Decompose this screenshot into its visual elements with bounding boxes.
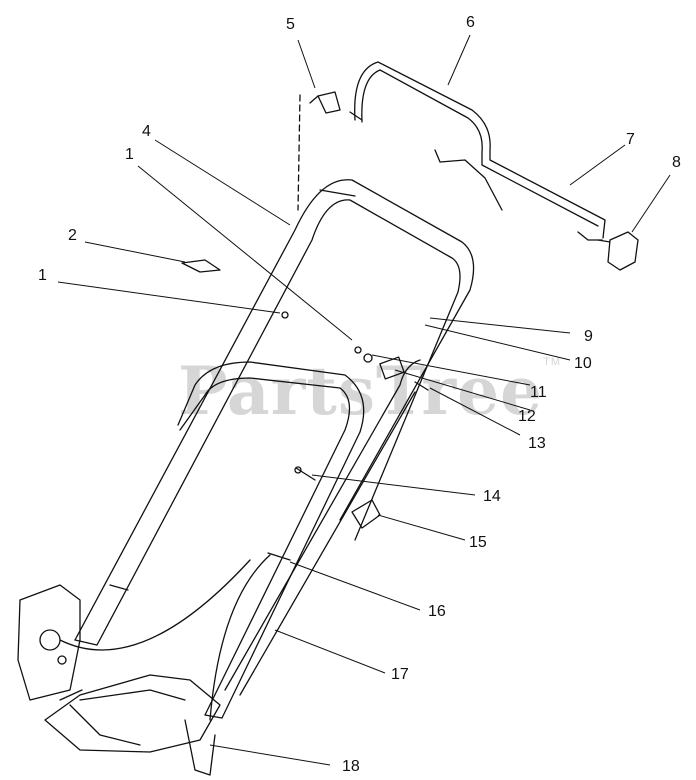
callout-12: 12: [518, 408, 536, 425]
bolt-1-upper: [354, 346, 362, 354]
callout-5: 5: [286, 16, 295, 33]
height-adjuster-plate: [17, 584, 81, 701]
grass-bag: [44, 674, 221, 776]
fastener-14: [295, 467, 316, 481]
trademark-mark: TM: [543, 356, 561, 368]
callout-4: 4: [142, 123, 151, 140]
knob-15: [351, 499, 381, 529]
bolt-1-lower: [281, 311, 289, 319]
control-bar: [349, 61, 606, 241]
watermark: PartsTreeTM: [178, 352, 561, 430]
callout-1-lower: 1: [38, 267, 47, 284]
cable-guide: [363, 353, 429, 391]
callout-17: 17: [391, 666, 409, 683]
clip-2: [181, 259, 221, 273]
upper-handle: [74, 179, 475, 646]
cable-16: [209, 554, 271, 721]
callout-14: 14: [483, 488, 501, 505]
bracket-5: [309, 91, 341, 114]
watermark-text: PartsTree: [178, 352, 544, 430]
callout-18: 18: [342, 758, 360, 775]
callout-6: 6: [466, 14, 475, 31]
callout-16: 16: [428, 603, 446, 620]
callout-10: 10: [574, 355, 592, 372]
callout-1-upper: 1: [125, 146, 134, 163]
callout-15: 15: [469, 534, 487, 551]
callout-13: 13: [528, 435, 546, 452]
reference-line: [297, 94, 301, 211]
leader-lines: [57, 34, 671, 766]
lower-handle: [177, 359, 421, 719]
bracket-8: [597, 231, 639, 271]
callout-2: 2: [68, 227, 77, 244]
callout-8: 8: [672, 154, 681, 171]
callout-7: 7: [626, 131, 635, 148]
callout-11: 11: [530, 384, 547, 401]
callout-9: 9: [584, 328, 593, 345]
